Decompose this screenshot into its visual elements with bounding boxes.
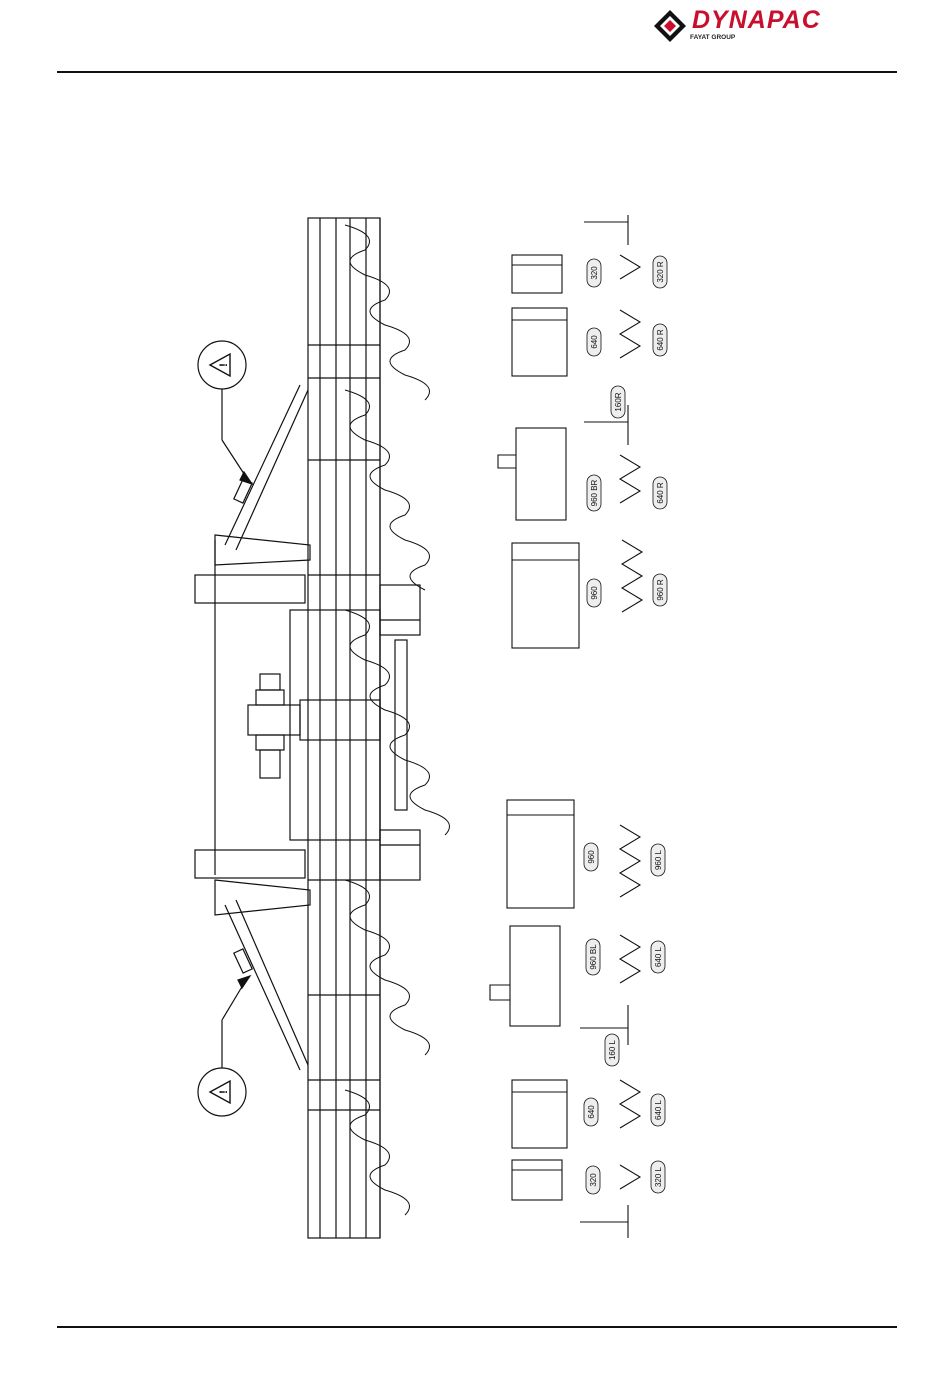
label-pills-left: 960 960 L 960 BL 640 L 160 L 640 640 L 3… — [584, 843, 665, 1194]
extension-box-320-r — [512, 255, 562, 293]
warning-callout-bottom — [198, 976, 250, 1116]
pill-label: 960 L — [654, 849, 663, 870]
svg-text:!: ! — [218, 1090, 230, 1094]
center-frame — [290, 585, 420, 880]
pill-label: 960 — [587, 850, 596, 864]
extension-box-960-br — [498, 428, 566, 520]
pill-label: 960 BL — [589, 944, 598, 970]
warning-triangle-icon: ! — [210, 354, 230, 376]
svg-text:!: ! — [218, 363, 230, 367]
pill-label: 640 R — [656, 329, 665, 351]
auger-spiral — [345, 225, 450, 1215]
screed-main-frame — [308, 218, 380, 1238]
pill-label: 160R — [614, 392, 623, 411]
pill-label: 320 — [589, 1173, 598, 1187]
warning-callout-top — [198, 341, 252, 484]
pill-label: 960 R — [656, 579, 665, 601]
label-pills-right: 320 320 R 640 640 R 160R 960 BR 640 R 96… — [587, 256, 667, 607]
hydraulic-struts — [225, 385, 308, 1070]
pill-label: 960 — [590, 586, 599, 600]
pill-label: 320 R — [656, 261, 665, 283]
pill-label: 640 L — [654, 946, 663, 967]
warning-triangle-icon: ! — [210, 1081, 230, 1103]
pill-label: 320 L — [654, 1166, 663, 1187]
tow-arms — [195, 535, 310, 915]
extension-box-320-l — [512, 1160, 562, 1200]
extension-box-960-l — [507, 800, 574, 908]
pill-label: 160 L — [608, 1039, 617, 1060]
pill-label: 640 — [587, 1105, 596, 1119]
pill-label: 640 L — [654, 1099, 663, 1120]
drive-motor — [248, 674, 300, 778]
auger-extension-pieces — [580, 215, 642, 1238]
pill-label: 640 R — [656, 482, 665, 504]
extension-box-960-r — [512, 543, 579, 648]
extension-box-640-r — [512, 308, 567, 376]
pill-label: 640 — [590, 335, 599, 349]
extension-box-640-l — [512, 1080, 567, 1148]
pill-label: 960 BR — [590, 479, 599, 506]
extension-box-960-bl — [490, 926, 560, 1026]
pill-label: 320 — [590, 266, 599, 280]
